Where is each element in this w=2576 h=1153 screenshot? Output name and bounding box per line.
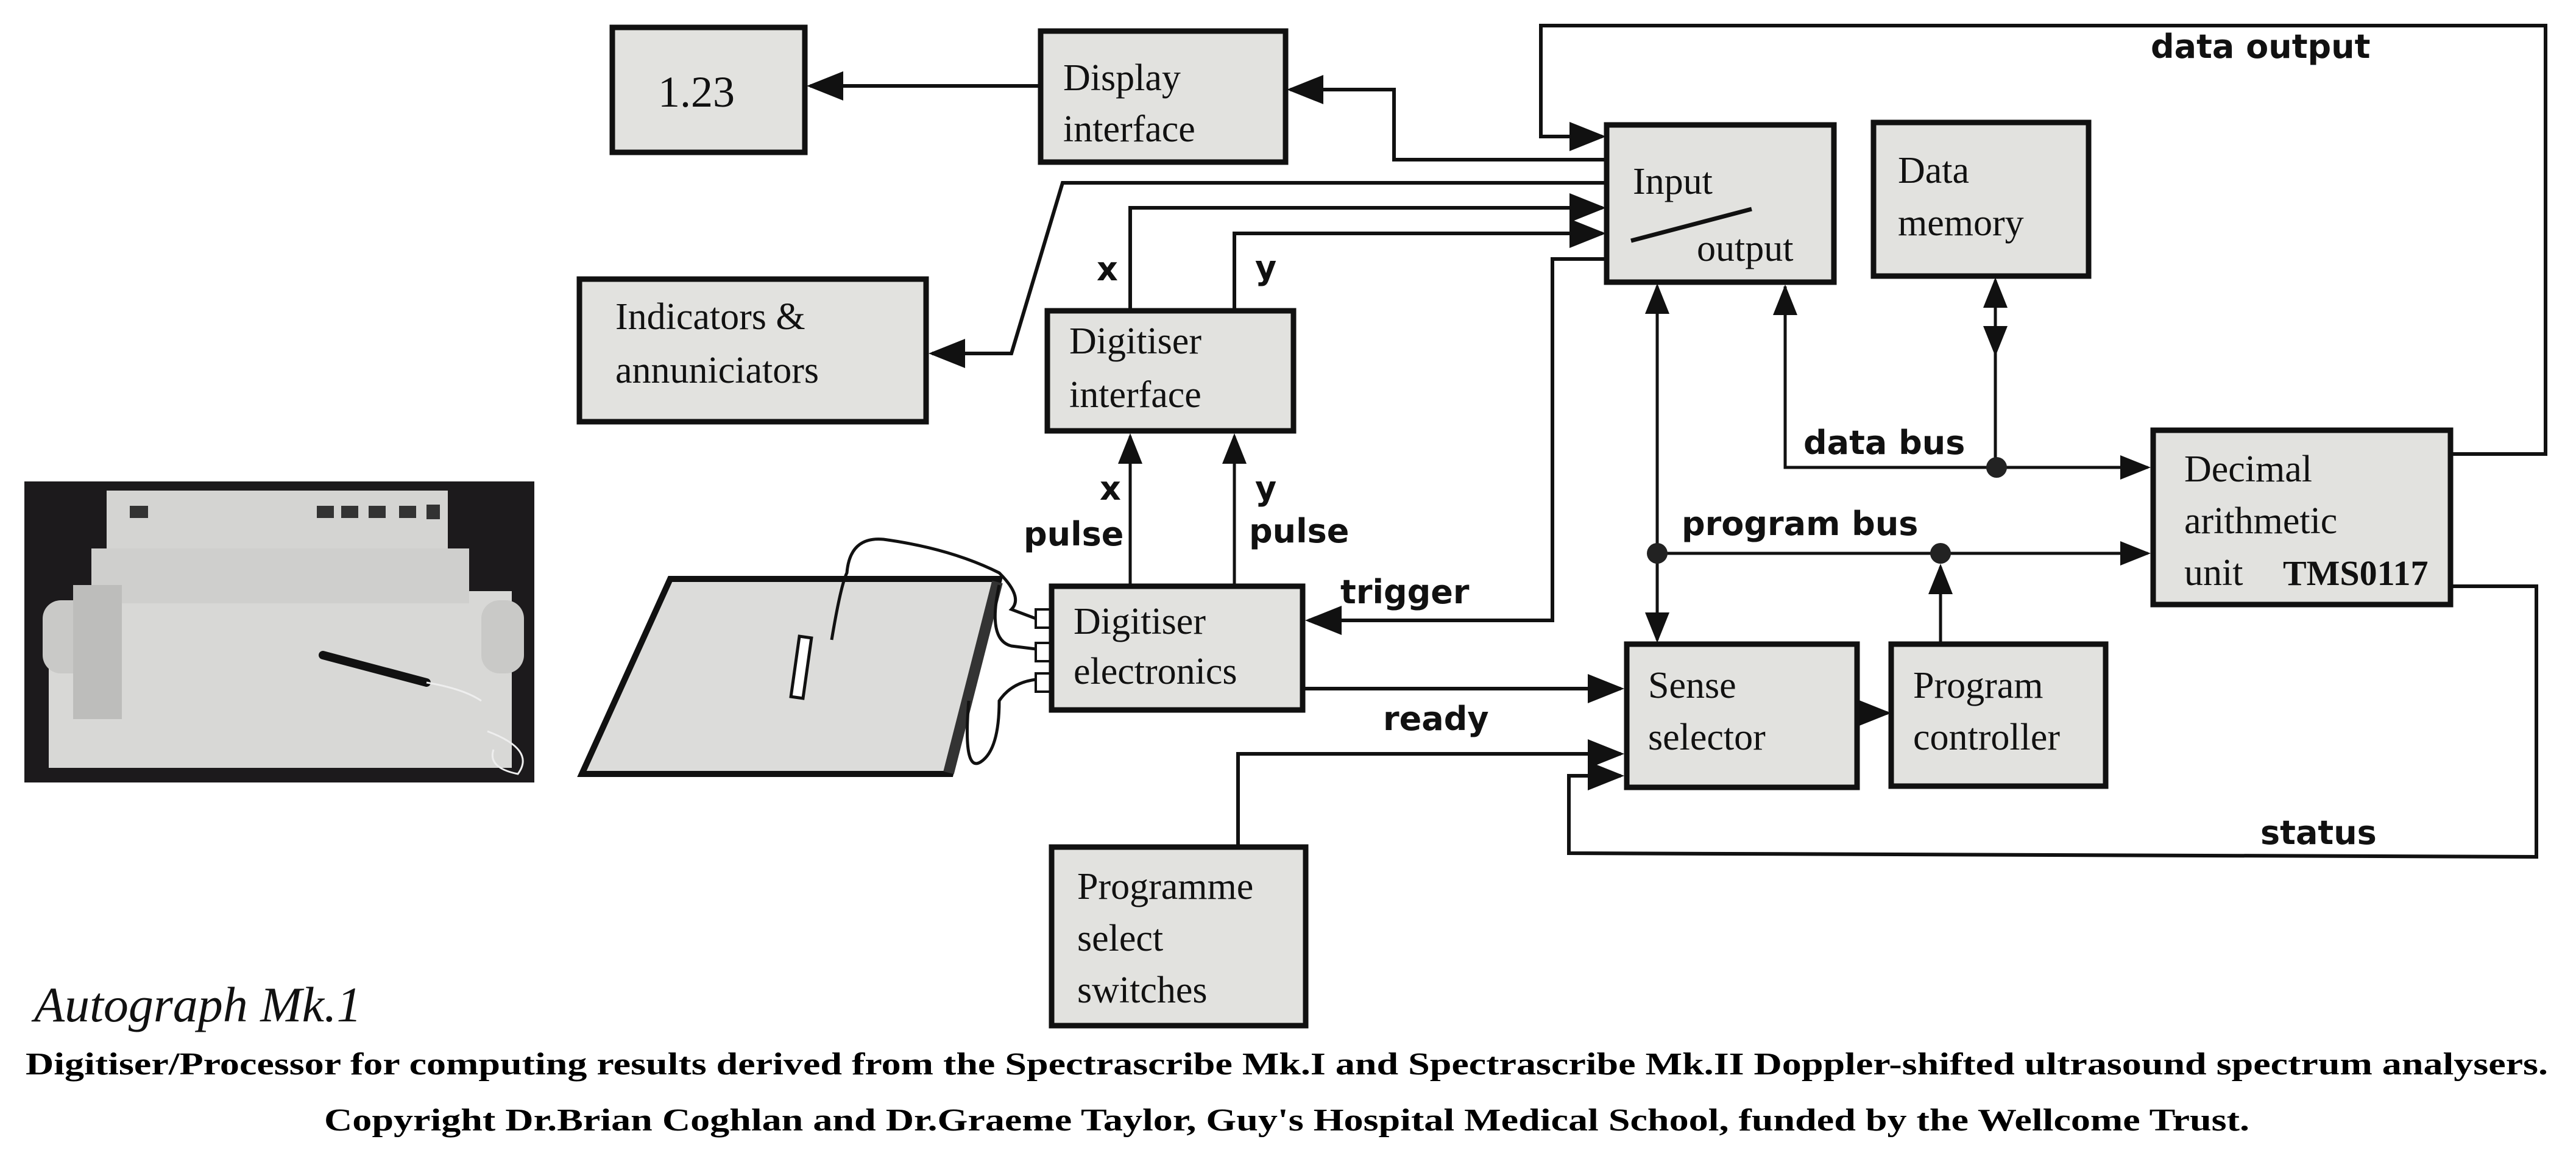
indicators-box: Indicators & annuniciators: [576, 276, 929, 425]
label-ready: ready: [1383, 700, 1489, 738]
wire-y-io: [1233, 219, 1606, 311]
svg-text:select: select: [1077, 918, 1163, 959]
svg-text:memory: memory: [1898, 202, 2024, 244]
caption-line-2: Copyright Dr.Brian Coghlan and Dr.Graeme…: [324, 1103, 2249, 1138]
signal-labels: x y x pulse y pulse trigger ready data o…: [1024, 27, 2377, 852]
wire-x-io: [1128, 193, 1606, 311]
wire-data-output: [1539, 24, 2547, 456]
svg-text:Sense: Sense: [1648, 665, 1736, 706]
sense-selector-box: Sense selector: [1624, 641, 1860, 790]
wire-io-display: [1287, 75, 1607, 161]
label-program-bus: program bus: [1682, 505, 1918, 543]
svg-text:interface: interface: [1063, 108, 1195, 150]
svg-text:controller: controller: [1913, 717, 2060, 758]
program-controller-box: Program controller: [1888, 641, 2109, 789]
data-memory-box: Data memory: [1870, 119, 2092, 279]
wire-trigger: [1305, 257, 1607, 635]
program-bus-node-left: [1647, 543, 1668, 564]
svg-text:selector: selector: [1648, 717, 1766, 758]
svg-text:switches: switches: [1077, 970, 1208, 1011]
svg-text:annuniciators: annuniciators: [615, 350, 819, 391]
label-x: x: [1097, 250, 1118, 288]
svg-text:Input: Input: [1633, 161, 1713, 202]
label-data-output: data output: [2151, 27, 2370, 66]
svg-text:Programme: Programme: [1077, 866, 1253, 907]
label-status: status: [2260, 814, 2377, 852]
svg-text:output: output: [1697, 228, 1793, 269]
data-bus-node: [1986, 457, 2007, 478]
device-photo: [24, 481, 534, 782]
digitiser-tablet-icon: [577, 537, 1053, 777]
display-readout: 1.23: [658, 68, 735, 116]
svg-text:Digitiser: Digitiser: [1074, 601, 1206, 642]
svg-text:unit: unit: [2184, 552, 2243, 594]
svg-text:interface: interface: [1069, 374, 1201, 416]
programme-switches-box: Programme select switches: [1049, 844, 1309, 1029]
svg-text:Program: Program: [1913, 665, 2043, 706]
chip-label: TMS0117: [2283, 553, 2429, 593]
digitiser-interface-box: Digitiser interface: [1044, 308, 1297, 434]
program-bus-node-right: [1930, 543, 1951, 564]
io-slash: [1630, 207, 1752, 243]
svg-text:Display: Display: [1063, 57, 1181, 99]
svg-text:electronics: electronics: [1074, 651, 1237, 692]
wire-io-indicators: [929, 181, 1607, 368]
wire-data-bus: [1783, 286, 2151, 480]
digitiser-electronics-box: Digitiser electronics: [1049, 583, 1306, 713]
svg-text:arithmetic: arithmetic: [2184, 500, 2337, 542]
label-trigger: trigger: [1340, 573, 1470, 611]
stylus-icon: [319, 651, 431, 687]
svg-text:Data: Data: [1898, 150, 1969, 191]
display-interface-box: Display interface: [1038, 28, 1289, 165]
label-x-pulse: x: [1100, 469, 1121, 508]
io-box: Input output: [1604, 122, 1837, 285]
stylus-pen-icon: [789, 634, 813, 700]
wire-status: [1567, 584, 2538, 859]
wire-ready: [1236, 739, 1624, 847]
svg-text:Digitiser: Digitiser: [1069, 321, 1201, 362]
label-y-pulse: y: [1255, 469, 1276, 508]
caption-line-1: Digitiser/Processor for computing result…: [26, 1047, 2548, 1082]
decimal-unit-box: Decimal arithmetic unit TMS0117: [2150, 427, 2454, 608]
connections: [807, 24, 2547, 859]
label-data-bus: data bus: [1803, 424, 1965, 462]
figure-title: Autograph Mk.1: [31, 977, 361, 1032]
display-box: 1.23: [609, 24, 808, 155]
svg-text:Indicators &: Indicators &: [615, 296, 805, 338]
svg-text:pulse: pulse: [1249, 512, 1349, 550]
svg-text:pulse: pulse: [1024, 515, 1123, 553]
label-y: y: [1255, 249, 1276, 287]
svg-text:Decimal: Decimal: [2184, 449, 2312, 490]
